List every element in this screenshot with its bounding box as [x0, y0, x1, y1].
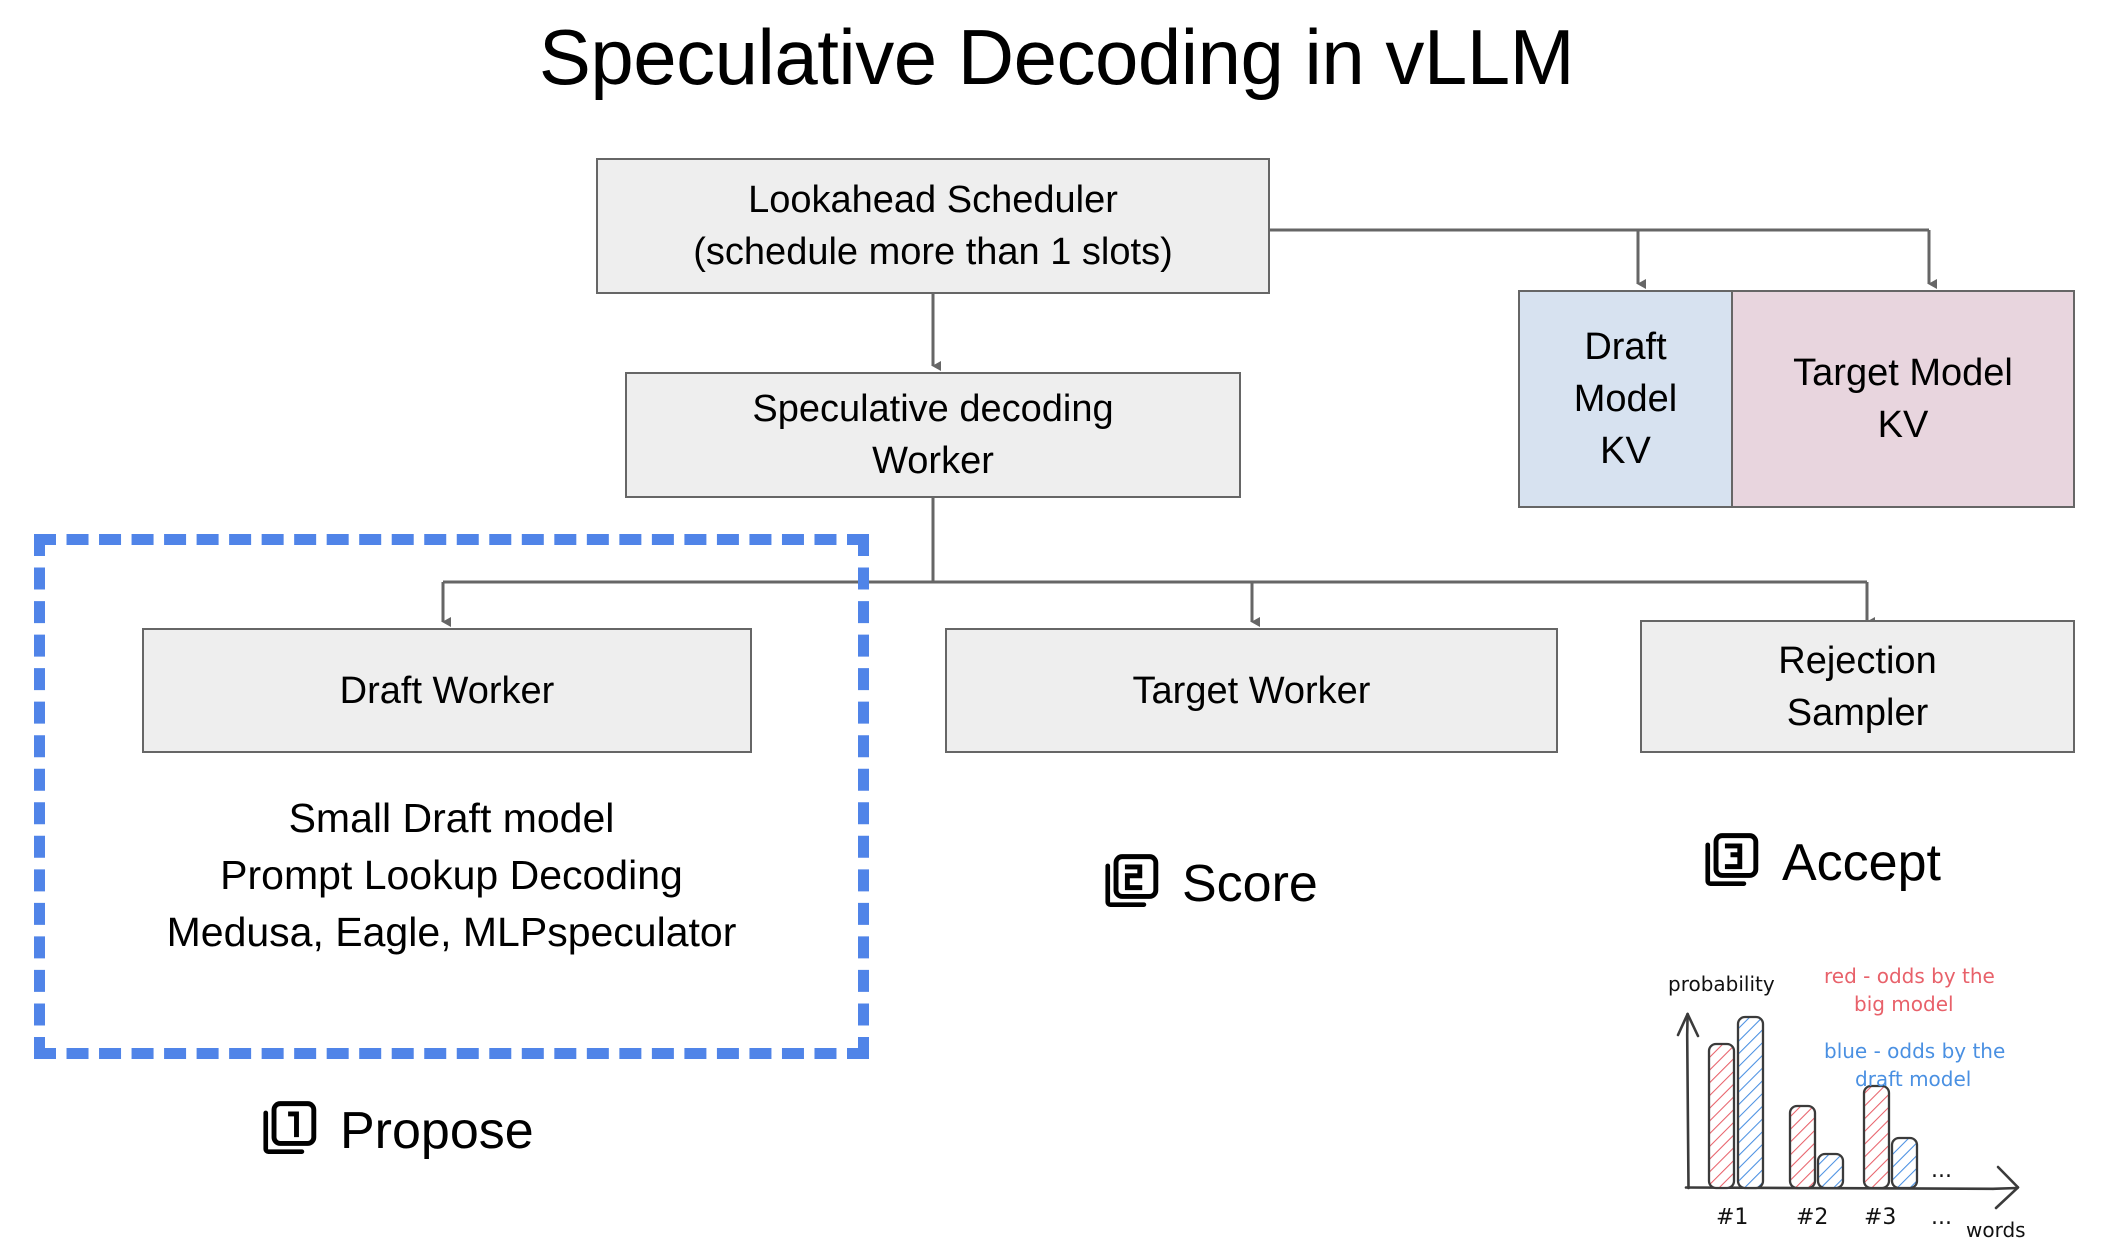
legend-blue-line-1: blue - odds by the [1824, 1039, 2005, 1063]
bar-red-3 [1862, 1084, 1891, 1190]
legend-red-line-2: big model [1854, 992, 1954, 1016]
bar-group-2 [1788, 1104, 1845, 1190]
spec-worker-line-1: Speculative decoding [752, 388, 1114, 430]
chart-legend-blue: blue - odds by the draft model [1824, 1039, 2005, 1091]
box-rejection-sampler[interactable]: Rejection Sampler [1640, 620, 2075, 753]
box-target-worker[interactable]: Target Worker [945, 628, 1558, 753]
chart-tick-ellipsis-top: ... [1931, 1158, 1952, 1183]
box-speculative-decoding-worker[interactable]: Speculative decoding Worker [625, 372, 1241, 498]
bar-blue-2 [1816, 1152, 1845, 1190]
chart-tick-3: #3 [1864, 1205, 1896, 1230]
looks-one-icon [263, 1101, 317, 1154]
legend-blue-line-2: draft model [1855, 1067, 1971, 1091]
spec-worker-line-2: Worker [872, 440, 994, 482]
propose-highlight-region [34, 534, 869, 1059]
step-propose-label: Propose [340, 1102, 534, 1160]
box-draft-model-kv[interactable]: Draft Model KV [1518, 290, 1732, 508]
draft-kv-line-2: Model [1573, 378, 1678, 420]
bar-group-3 [1862, 1084, 1919, 1190]
step-score: Score [1100, 853, 1318, 915]
step-accept: Accept [1700, 832, 1941, 894]
draft-worker-label: Draft Worker [339, 669, 555, 712]
chart-tick-1: #1 [1716, 1205, 1748, 1230]
step-score-label: Score [1182, 855, 1318, 913]
notes-line-1: Small Draft model [288, 795, 615, 841]
rejection-sampler-line-1: Rejection [1778, 639, 1937, 682]
box-draft-worker[interactable]: Draft Worker [142, 628, 752, 753]
probability-sketch-chart: probability words #1 #2 #3 ... ... red -… [1668, 964, 2026, 1242]
scheduler-line-2: (schedule more than 1 slots) [693, 231, 1173, 273]
notes-line-3: Medusa, Eagle, MLPspeculator [166, 909, 737, 955]
bar-red-1 [1707, 1042, 1736, 1190]
draft-kv-line-3: KV [1600, 430, 1651, 472]
step-propose: Propose [258, 1100, 534, 1162]
chart-tick-2: #2 [1796, 1205, 1828, 1230]
target-worker-label: Target Worker [1132, 669, 1371, 712]
draft-kv-line-1: Draft [1584, 326, 1667, 368]
chart-legend-red: red - odds by the big model [1824, 964, 1995, 1016]
bar-blue-1 [1736, 1015, 1765, 1190]
notes-line-2: Prompt Lookup Decoding [220, 852, 683, 898]
scheduler-line-1: Lookahead Scheduler [748, 179, 1118, 221]
target-kv-line-1: Target Model [1793, 352, 2013, 394]
bar-blue-3 [1890, 1136, 1919, 1190]
bar-group-1 [1707, 1015, 1765, 1190]
box-lookahead-scheduler[interactable]: Lookahead Scheduler (schedule more than … [596, 158, 1270, 294]
chart-ylabel: probability [1668, 972, 1775, 996]
chart-xlabel: words [1966, 1218, 2026, 1242]
looks-two-icon [1105, 854, 1159, 907]
target-kv-line-2: KV [1877, 404, 1929, 446]
rejection-sampler-line-2: Sampler [1786, 691, 1929, 734]
chart-tick-ellipsis-bottom: ... [1931, 1205, 1952, 1230]
box-target-model-kv[interactable]: Target Model KV [1732, 290, 2075, 508]
legend-red-line-1: red - odds by the [1824, 964, 1995, 988]
chart-x-axis [1684, 1165, 2020, 1210]
step-accept-label: Accept [1782, 834, 1941, 892]
draft-worker-notes: Small Draft model Prompt Lookup Decoding… [34, 790, 869, 961]
chart-y-axis [1676, 1012, 1700, 1190]
page-title: Speculative Decoding in vLLM [538, 13, 1575, 101]
bar-red-2 [1788, 1104, 1817, 1190]
looks-three-icon [1705, 833, 1759, 886]
